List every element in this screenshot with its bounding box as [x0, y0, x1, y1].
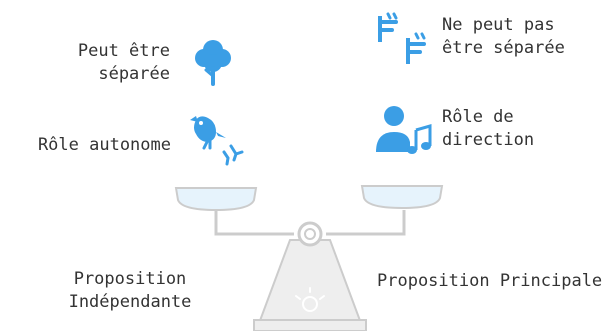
left-item-2-line1: Rôle autonome	[37, 135, 171, 155]
right-title: Proposition Principale	[377, 271, 603, 291]
right-item-1-label: Ne peut pas être séparée	[442, 14, 602, 60]
conductor-icon	[372, 102, 432, 158]
right-item-2-line1: Rôle de	[442, 107, 514, 127]
left-title: Proposition Indépendante	[30, 268, 230, 314]
left-title-line1: Proposition	[73, 269, 187, 289]
scale-stand	[256, 239, 364, 327]
left-item-2-label: Rôle autonome	[6, 134, 171, 157]
right-item-1-line2: être séparée	[442, 38, 565, 58]
right-item-1-line1: Ne peut pas	[442, 15, 555, 35]
left-pan	[174, 187, 258, 212]
right-pan	[360, 185, 444, 210]
left-item-1-label: Peut être séparée	[40, 40, 170, 86]
chain-icon	[372, 12, 432, 68]
left-item-1-line1: Peut être	[77, 41, 170, 61]
balance-scale	[170, 180, 450, 331]
scale-base	[253, 319, 367, 331]
left-item-1-line2: séparée	[98, 64, 170, 84]
right-item-2-line2: direction	[442, 130, 535, 150]
left-title-line2: Indépendante	[68, 292, 192, 312]
bird-icon	[186, 112, 248, 168]
tree-icon	[193, 36, 233, 92]
right-item-2-label: Rôle de direction	[442, 106, 582, 152]
